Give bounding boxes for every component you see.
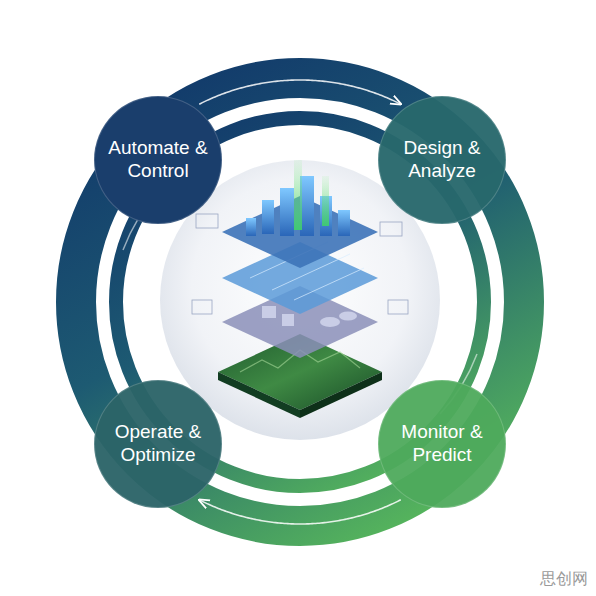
stage-circle: Automate & Control [94, 96, 222, 224]
cycle-arrow [199, 80, 401, 104]
layer-stack [192, 160, 408, 418]
terrain-edge [300, 372, 382, 418]
stage-label: Operate & Optimize [106, 421, 210, 467]
stage-circle: Operate & Optimize [94, 380, 222, 508]
watermark: 思创网 [540, 569, 588, 590]
stage-label: Design & Analyze [390, 137, 494, 183]
stage-circle: Design & Analyze [378, 96, 506, 224]
stage-label: Automate & Control [106, 137, 210, 183]
data-panels [192, 214, 408, 314]
outer-ring-band [76, 78, 524, 526]
cycle-arrow [199, 500, 401, 524]
city-buildings [246, 160, 350, 236]
terrain-edge [218, 372, 300, 418]
outer-ring [76, 78, 524, 526]
stage-label: Monitor & Predict [390, 421, 494, 467]
stage-circle: Monitor & Predict [378, 380, 506, 508]
